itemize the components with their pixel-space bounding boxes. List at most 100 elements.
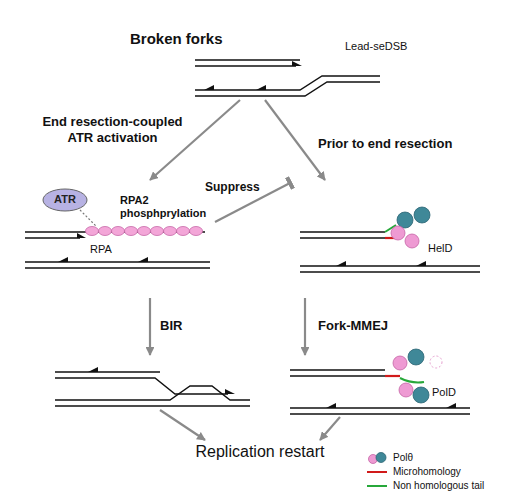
rpa-protein xyxy=(99,227,112,236)
legend-sample xyxy=(366,466,388,478)
dna-strand xyxy=(290,375,385,376)
legend-row: Microhomology xyxy=(366,465,506,479)
strand-arrowhead xyxy=(77,233,86,238)
donor-strand xyxy=(55,405,250,406)
rpa-protein xyxy=(112,227,125,236)
structure-label: Lead-seDSB xyxy=(345,40,425,53)
pathway-heading: BIR xyxy=(160,318,210,334)
arrow-connector xyxy=(320,417,340,440)
pol-theta-domain xyxy=(414,207,430,223)
strand-arrowhead xyxy=(88,367,98,372)
line-sample xyxy=(367,485,387,487)
protein-label: RPA xyxy=(90,243,130,256)
pre-resection-panel: Prior to end resectionHelD xyxy=(290,180,480,298)
arrow-connector xyxy=(304,298,306,355)
rpa-protein xyxy=(190,227,203,236)
strand-arrowhead xyxy=(326,403,336,408)
dna-strand xyxy=(25,261,210,262)
bir-illustration xyxy=(55,367,250,406)
dna-strand xyxy=(300,265,480,266)
ellipse-shape xyxy=(43,189,87,211)
strand-arrowhead xyxy=(58,257,68,262)
broken-fork xyxy=(195,60,380,96)
dna-strand xyxy=(300,231,385,232)
pol-theta-domain xyxy=(413,387,429,403)
rpa-protein xyxy=(86,227,99,236)
pol-theta-domain xyxy=(393,356,407,370)
protein-label: PolD xyxy=(432,386,472,399)
arrow-connector xyxy=(265,100,325,180)
dna-strand xyxy=(290,407,470,408)
dna-strand xyxy=(290,369,385,370)
legend-text: Polθ xyxy=(393,451,413,465)
pol-theta-domain xyxy=(397,212,413,228)
held-fork xyxy=(300,207,480,272)
arrow-connector xyxy=(150,100,240,180)
nonhomologous-tail xyxy=(385,225,396,232)
legend-text: Non homologous tail xyxy=(393,479,484,493)
mmej-panel: Fork-MMEJPolD xyxy=(280,355,480,417)
edge-label: Suppress xyxy=(205,180,260,194)
nonhomologous-tail xyxy=(400,378,424,383)
bir-panel: BIR xyxy=(40,355,260,410)
legend-text: Microhomology xyxy=(393,465,461,479)
pathway-heading: Prior to end resection xyxy=(318,136,488,152)
outcome-panel: Replication restart xyxy=(150,440,370,464)
protein-label: HelD xyxy=(428,242,468,255)
legend-row: Non homologous tail xyxy=(366,479,506,493)
line-sample xyxy=(367,471,387,473)
arrow-connector xyxy=(160,410,205,440)
arrow-connector xyxy=(149,298,151,355)
legend-sample xyxy=(366,480,388,492)
microhomology xyxy=(385,237,399,239)
atr-ellipse: ATR xyxy=(42,188,88,212)
dna-strand xyxy=(25,267,210,268)
process-label: RPA2 phosphprylation xyxy=(120,194,220,220)
pol-theta-domain xyxy=(430,356,442,368)
fork-panel: Broken forksLead-seDSB xyxy=(125,25,425,100)
invading-strand xyxy=(55,378,228,394)
rpa-protein xyxy=(138,227,151,236)
dna-strand xyxy=(195,82,380,96)
pol-theta-domain xyxy=(399,383,413,397)
dna-strand xyxy=(195,76,380,90)
microhomology xyxy=(385,375,400,377)
strand-arrowhead xyxy=(225,389,235,394)
donor-strand xyxy=(55,386,250,400)
resection-panel: End resection-coupled ATR activationRPA2… xyxy=(20,180,215,298)
pol-theta-domain xyxy=(405,234,419,248)
panel-heading: Broken forks xyxy=(130,30,250,48)
pathway-heading: End resection-coupled ATR activation xyxy=(30,114,195,145)
rpa-protein xyxy=(125,227,138,236)
dna-strand xyxy=(195,59,300,60)
strand-arrowhead xyxy=(336,261,346,266)
ssdna-strand xyxy=(25,231,205,232)
dna-strand xyxy=(300,237,385,238)
pol-theta-domain xyxy=(391,226,405,240)
rpa-protein xyxy=(164,227,177,236)
mmej-illustration xyxy=(290,349,470,414)
atr-link xyxy=(80,210,96,226)
dna-strand xyxy=(300,271,480,272)
pathway-heading: Fork-MMEJ xyxy=(318,318,428,334)
strand-arrowhead xyxy=(416,261,426,266)
strand-arrowhead xyxy=(204,85,214,90)
rpa-protein xyxy=(151,227,164,236)
pol-theta-domain xyxy=(408,349,424,365)
outcome-label: Replication restart xyxy=(150,442,370,461)
strand-arrowhead xyxy=(292,61,302,66)
strand-arrowhead xyxy=(256,85,266,90)
pol-theta-sample xyxy=(376,453,386,463)
resected-strand xyxy=(25,237,80,238)
dna-strand xyxy=(55,371,160,372)
rpa-protein xyxy=(177,227,190,236)
strand-arrowhead xyxy=(446,403,456,408)
leading-strand xyxy=(195,65,296,66)
legend-row: Polθ xyxy=(366,451,506,465)
protein-label: ATR xyxy=(42,188,88,212)
legend: PolθMicrohomologyNon homologous tail xyxy=(366,451,506,493)
dna-strand xyxy=(290,413,470,414)
strand-arrowhead xyxy=(138,257,148,262)
legend-sample xyxy=(366,452,388,464)
